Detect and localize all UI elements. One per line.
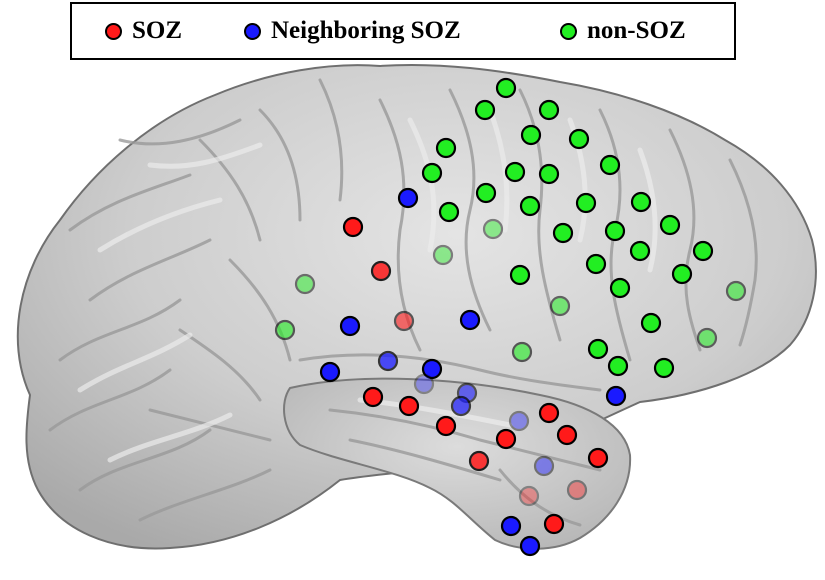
electrode-soz bbox=[556, 424, 578, 446]
electrode-soz bbox=[566, 479, 588, 501]
electrode-neighboring-soz bbox=[397, 187, 419, 209]
electrode-non-soz bbox=[520, 124, 542, 146]
electrode-non-soz bbox=[552, 222, 574, 244]
electrode-non-soz bbox=[274, 319, 296, 341]
electrode-soz bbox=[435, 415, 457, 437]
electrode-non-soz bbox=[599, 154, 621, 176]
legend-item-soz: SOZ bbox=[105, 4, 182, 58]
electrode-neighboring-soz bbox=[450, 395, 472, 417]
electrode-neighboring-soz bbox=[413, 373, 435, 395]
electrode-non-soz bbox=[495, 77, 517, 99]
electrode-non-soz bbox=[519, 195, 541, 217]
electrode-markers bbox=[274, 77, 747, 557]
legend: SOZ Neighboring SOZ non-SOZ bbox=[70, 2, 736, 60]
electrode-non-soz bbox=[482, 218, 504, 240]
electrode-non-soz bbox=[640, 312, 662, 334]
sulci bbox=[48, 78, 758, 527]
electrode-neighboring-soz bbox=[459, 309, 481, 331]
electrode-soz bbox=[370, 260, 392, 282]
electrode-soz bbox=[543, 513, 565, 535]
blue-dot-icon bbox=[244, 22, 261, 40]
electrode-non-soz bbox=[435, 137, 457, 159]
electrode-non-soz bbox=[696, 327, 718, 349]
electrode-non-soz bbox=[475, 182, 497, 204]
electrode-non-soz bbox=[549, 295, 571, 317]
electrode-neighboring-soz bbox=[319, 361, 341, 383]
legend-label-soz: SOZ bbox=[132, 17, 183, 44]
electrode-neighboring-soz bbox=[519, 535, 541, 557]
legend-label-non-soz: non-SOZ bbox=[587, 17, 686, 44]
electrode-non-soz bbox=[604, 220, 626, 242]
electrode-non-soz bbox=[432, 244, 454, 266]
electrode-soz bbox=[398, 395, 420, 417]
electrode-soz bbox=[495, 428, 517, 450]
electrode-non-soz bbox=[504, 161, 526, 183]
electrode-non-soz bbox=[659, 214, 681, 236]
electrode-non-soz bbox=[607, 355, 629, 377]
electrode-non-soz bbox=[609, 277, 631, 299]
electrode-non-soz bbox=[692, 240, 714, 262]
electrode-neighboring-soz bbox=[508, 410, 530, 432]
electrode-non-soz bbox=[629, 240, 651, 262]
electrode-soz bbox=[538, 402, 560, 424]
electrode-soz bbox=[342, 216, 364, 238]
electrode-non-soz bbox=[671, 263, 693, 285]
electrode-soz bbox=[587, 447, 609, 469]
electrode-non-soz bbox=[585, 253, 607, 275]
electrode-neighboring-soz bbox=[533, 455, 555, 477]
electrode-non-soz bbox=[575, 192, 597, 214]
brain-surface bbox=[16, 63, 817, 550]
red-dot-icon bbox=[105, 22, 122, 40]
electrode-non-soz bbox=[294, 273, 316, 295]
electrode-non-soz bbox=[421, 162, 443, 184]
electrode-non-soz bbox=[653, 357, 675, 379]
electrode-soz bbox=[362, 386, 384, 408]
electrode-non-soz bbox=[474, 99, 496, 121]
electrode-non-soz bbox=[538, 99, 560, 121]
electrode-non-soz bbox=[509, 264, 531, 286]
electrode-neighboring-soz bbox=[605, 385, 627, 407]
electrode-non-soz bbox=[725, 280, 747, 302]
electrode-non-soz bbox=[511, 341, 533, 363]
legend-label-neighboring-soz: Neighboring SOZ bbox=[271, 17, 461, 44]
electrode-neighboring-soz bbox=[500, 515, 522, 537]
electrode-soz bbox=[393, 310, 415, 332]
electrode-neighboring-soz bbox=[377, 350, 399, 372]
electrode-soz bbox=[518, 485, 540, 507]
electrode-non-soz bbox=[538, 163, 560, 185]
electrode-non-soz bbox=[438, 201, 460, 223]
electrode-neighboring-soz bbox=[421, 358, 443, 380]
electrode-neighboring-soz bbox=[339, 315, 361, 337]
electrode-non-soz bbox=[568, 128, 590, 150]
electrode-soz bbox=[468, 450, 490, 472]
electrode-non-soz bbox=[587, 338, 609, 360]
electrode-non-soz bbox=[630, 191, 652, 213]
legend-item-neighboring-soz: Neighboring SOZ bbox=[244, 4, 461, 58]
green-dot-icon bbox=[560, 22, 577, 40]
legend-item-non-soz: non-SOZ bbox=[560, 4, 686, 58]
